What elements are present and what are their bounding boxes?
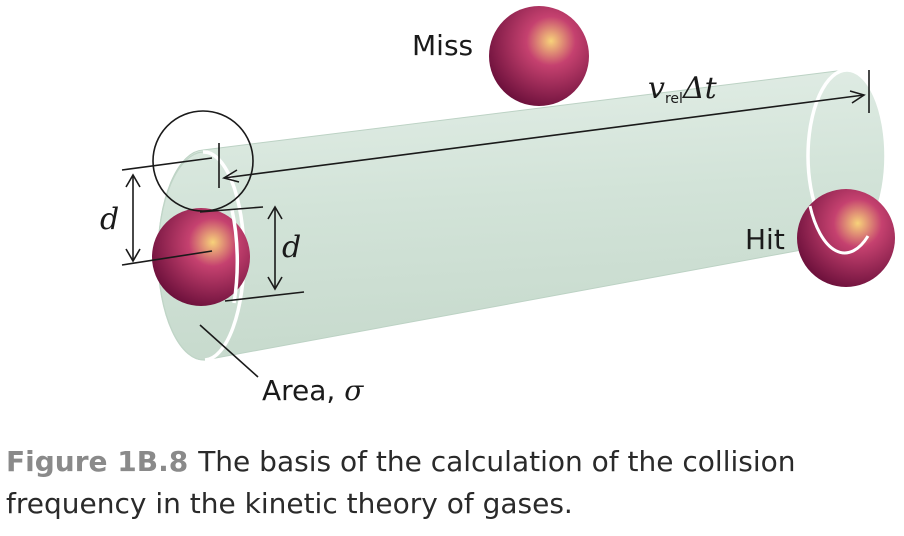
- miss-molecule: [489, 6, 589, 106]
- length-arrow: [221, 90, 866, 183]
- hit-molecule: [797, 189, 895, 287]
- area-label: Area, σ: [262, 374, 364, 407]
- figure-number: Figure 1B.8: [6, 445, 189, 478]
- collision-cylinder-diagram: Miss Hit d d Area, σ vrelΔt: [100, 6, 895, 407]
- miss-label: Miss: [412, 29, 473, 62]
- vrel-delta-t-label: vrelΔt: [648, 71, 718, 107]
- caption-text: The basis of the calculation of the coll…: [6, 445, 796, 520]
- left-diameter-arrow: [125, 173, 141, 263]
- d-label-left: d: [100, 202, 119, 237]
- area-leader-line: [199, 324, 259, 378]
- hit-label: Hit: [745, 223, 785, 256]
- central-molecule: [152, 208, 250, 306]
- right-diameter-arrow: [267, 205, 283, 291]
- collision-cylinder: [157, 69, 888, 361]
- d-label-right: d: [282, 230, 301, 265]
- sigma-symbol: σ: [344, 374, 364, 407]
